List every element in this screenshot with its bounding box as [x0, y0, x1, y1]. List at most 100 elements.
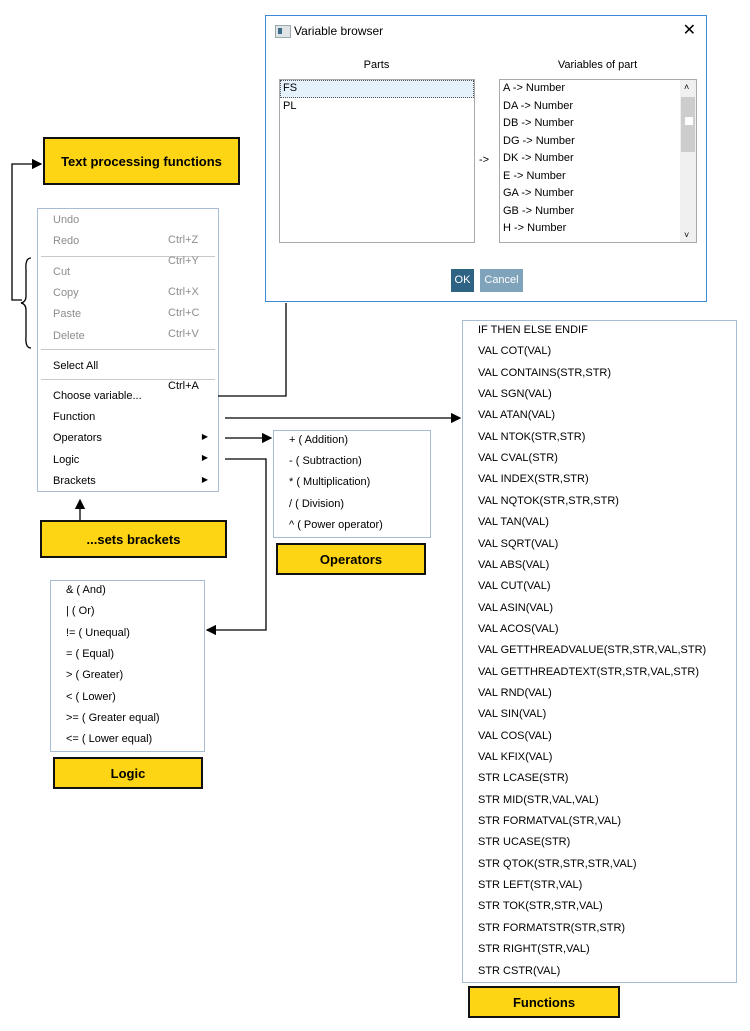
arrow-label: -> — [479, 154, 490, 166]
functions-item[interactable]: VAL NQTOK(STR,STR,STR) — [478, 494, 619, 507]
menu-item-label: Undo — [53, 214, 80, 226]
functions-item[interactable]: VAL RND(VAL) — [478, 686, 552, 699]
variables-header: Variables of part — [557, 59, 638, 71]
operators-item[interactable]: * ( Multiplication) — [289, 476, 371, 489]
callout-text-processing: Text processing functions — [43, 137, 240, 185]
logic-item[interactable]: >= ( Greater equal) — [66, 711, 160, 724]
logic-item[interactable]: & ( And) — [66, 584, 106, 596]
variable-item[interactable]: H -> Number — [503, 222, 567, 234]
functions-item[interactable]: STR TOK(STR,STR,VAL) — [478, 900, 603, 913]
menu-item-label: Paste — [53, 308, 82, 320]
functions-item[interactable]: STR FORMATVAL(STR,VAL) — [478, 815, 622, 828]
scroll-up-icon[interactable]: ˄ — [684, 82, 690, 92]
callout-brackets: ...sets brackets — [40, 520, 227, 558]
operators-item[interactable]: ^ ( Power operator) — [289, 518, 383, 531]
brace — [20, 257, 32, 349]
menu-item-delete[interactable]: Delete — [53, 326, 208, 346]
functions-item[interactable]: VAL NTOK(STR,STR) — [478, 430, 586, 443]
scroll-down-icon[interactable]: ˅ — [684, 230, 690, 240]
connector-choose-variable — [218, 303, 287, 397]
variable-item[interactable]: GB -> Number — [503, 204, 575, 217]
menu-item-logic[interactable]: Logic▶ — [53, 450, 208, 484]
menu-item-label: Select All — [53, 360, 99, 372]
menu-item-brackets[interactable]: Brackets — [53, 471, 208, 491]
part-item[interactable]: PL — [283, 99, 297, 112]
menu-item-shortcut: Ctrl+A — [168, 380, 199, 392]
variable-item[interactable]: DK -> Number — [503, 152, 574, 164]
functions-item[interactable]: VAL CONTAINS(STR,STR) — [478, 366, 612, 379]
menu-item-shortcut: Ctrl+C — [168, 307, 200, 319]
functions-item[interactable]: VAL ASIN(VAL) — [478, 601, 553, 614]
arrow-text-processing — [11, 158, 43, 301]
functions-item[interactable]: VAL SIN(VAL) — [478, 708, 547, 721]
functions-item[interactable]: VAL COS(VAL) — [478, 729, 552, 742]
functions-item[interactable]: VAL SQRT(VAL) — [478, 537, 559, 550]
functions-item[interactable]: STR FORMATSTR(STR,STR) — [478, 921, 626, 934]
scroll-thumb[interactable] — [681, 97, 695, 152]
functions-item[interactable]: VAL GETTHREADVALUE(STR,STR,VAL,STR) — [478, 644, 707, 657]
menu-item-label: Brackets — [53, 475, 96, 487]
operators-item[interactable]: / ( Division) — [289, 497, 345, 510]
operators-item[interactable]: + ( Addition) — [289, 434, 349, 446]
logic-item[interactable]: < ( Lower) — [66, 690, 116, 703]
functions-item[interactable]: VAL TAN(VAL) — [478, 516, 549, 529]
functions-item[interactable]: VAL GETTHREADTEXT(STR,STR,VAL,STR) — [478, 665, 700, 678]
functions-item[interactable]: STR UCASE(STR) — [478, 836, 571, 849]
logic-item[interactable]: > ( Greater) — [66, 669, 124, 682]
menu-item-label: Operators — [53, 432, 102, 444]
menu-item-operators[interactable]: Operators ▶ — [53, 428, 208, 462]
functions-item[interactable]: VAL ATAN(VAL) — [478, 409, 556, 422]
submenu-arrow-icon: ▶ — [201, 453, 208, 462]
variable-item[interactable]: GA -> Number — [503, 187, 574, 199]
variable-item[interactable]: A -> Number — [503, 82, 566, 94]
functions-item[interactable]: STR CSTR(VAL) — [478, 964, 561, 977]
functions-item[interactable]: STR LEFT(STR,VAL) — [478, 879, 583, 892]
functions-item[interactable]: VAL ABS(VAL) — [478, 558, 550, 571]
logic-item[interactable]: | ( Or) — [66, 605, 95, 618]
variable-browser-dialog: Variable browser ✕ Parts Variables of pa… — [265, 15, 707, 302]
cancel-button[interactable]: Cancel — [480, 269, 523, 292]
scrollbar[interactable]: ˄ ˅ — [680, 80, 696, 242]
variable-item[interactable]: DG -> Number — [503, 134, 575, 147]
functions-item[interactable]: VAL CUT(VAL) — [478, 580, 551, 593]
functions-item[interactable]: VAL CVAL(STR) — [478, 452, 558, 465]
menu-item-shortcut: Ctrl+Y — [168, 255, 199, 267]
variable-item[interactable]: E -> Number — [503, 169, 566, 182]
ok-button[interactable]: OK — [451, 269, 474, 292]
logic-item[interactable]: != ( Unequal) — [66, 626, 130, 639]
part-item[interactable]: FS — [280, 80, 474, 98]
functions-item[interactable]: VAL KFIX(VAL) — [478, 751, 553, 763]
menu-item-shortcut: Ctrl+V — [168, 328, 199, 340]
variable-item[interactable]: DB -> Number — [503, 117, 574, 129]
functions-item[interactable]: STR LCASE(STR) — [478, 772, 569, 785]
functions-item[interactable]: STR QTOK(STR,STR,STR,VAL) — [478, 857, 637, 870]
menu-item-choose-variable[interactable]: Choose variable... — [53, 386, 208, 406]
logic-item[interactable]: <= ( Lower equal) — [66, 733, 153, 746]
functions-item[interactable]: VAL INDEX(STR,STR) — [478, 473, 589, 486]
functions-item[interactable]: VAL SGN(VAL) — [478, 388, 552, 401]
functions-item[interactable]: IF THEN ELSE ENDIF — [478, 324, 588, 336]
functions-item[interactable]: VAL ACOS(VAL) — [478, 622, 559, 635]
menu-item-function[interactable]: Function▶ — [53, 407, 208, 441]
close-icon[interactable]: ✕ — [682, 22, 696, 39]
operators-item[interactable]: - ( Subtraction) — [289, 455, 362, 468]
menu-item-label: Choose variable... — [53, 390, 142, 402]
functions-item[interactable]: STR MID(STR,VAL,VAL) — [478, 793, 599, 806]
callout-operators: Operators — [276, 543, 426, 575]
variable-item[interactable]: DA -> Number — [503, 99, 573, 112]
parts-header: Parts — [363, 59, 390, 71]
functions-item[interactable]: VAL COT(VAL) — [478, 345, 552, 358]
functions-item[interactable]: STR RIGHT(STR,VAL) — [478, 943, 590, 956]
logic-item[interactable]: = ( Equal) — [66, 647, 114, 660]
menu-item-label: Delete — [53, 330, 85, 342]
